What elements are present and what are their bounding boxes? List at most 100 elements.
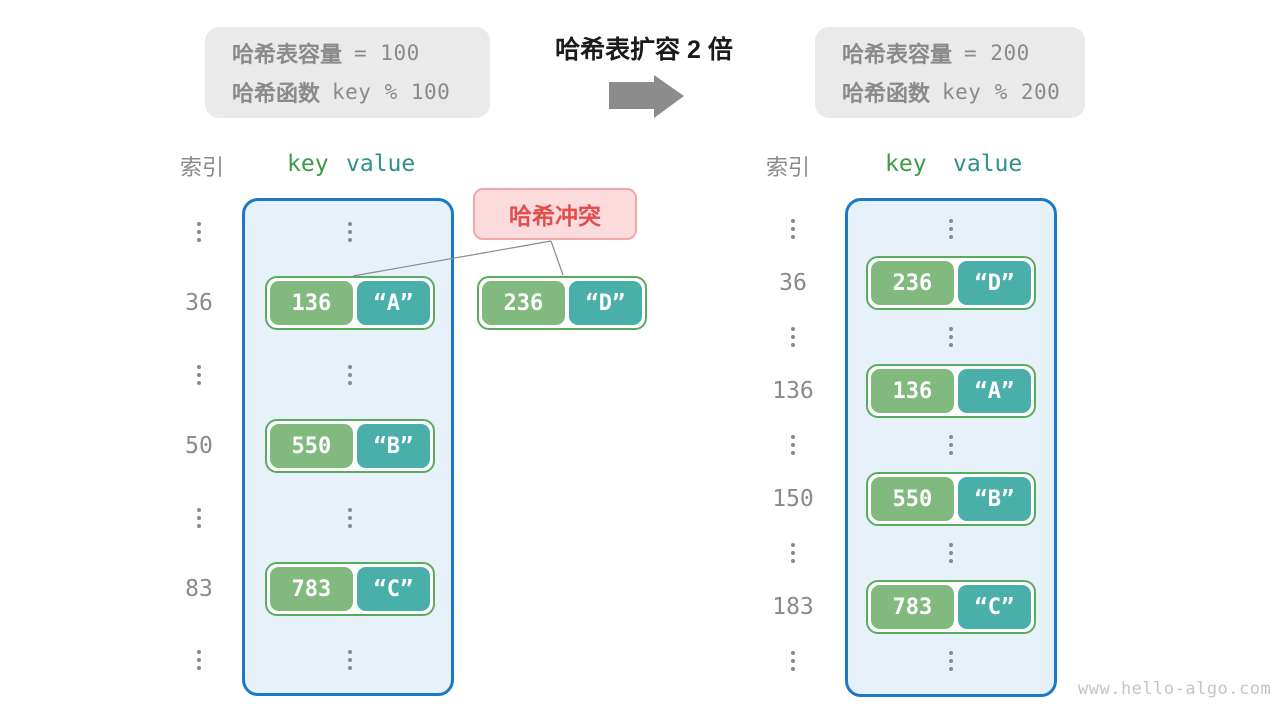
dot <box>791 335 795 339</box>
ellipsis-dots <box>791 651 795 671</box>
dot <box>348 515 352 520</box>
dot <box>348 650 352 655</box>
hash-function-value: key % 200 <box>942 80 1061 104</box>
dot <box>949 543 953 547</box>
value-header-right: value <box>953 151 1023 177</box>
value-header-left: value <box>346 151 416 177</box>
index-label: 150 <box>772 486 814 512</box>
dot <box>949 435 953 439</box>
ellipsis-dots <box>791 543 795 563</box>
dot <box>791 343 795 347</box>
key-box: 783 <box>270 567 353 611</box>
dot <box>791 235 795 239</box>
dot <box>791 327 795 331</box>
ellipsis-dots <box>197 222 201 242</box>
dot <box>348 658 352 663</box>
dot <box>348 666 352 671</box>
dot <box>791 559 795 563</box>
key-box: 783 <box>871 585 954 629</box>
dot <box>348 222 352 226</box>
hash-function-line-before: 哈希函数 key % 100 <box>232 76 490 108</box>
key-box: 236 <box>482 281 565 325</box>
value-box: “D” <box>568 281 642 325</box>
key-box: 136 <box>871 369 954 413</box>
dot <box>791 543 795 547</box>
kv-pair: 550“B” <box>866 472 1036 526</box>
ellipsis-dots <box>949 219 953 239</box>
index-label: 83 <box>185 576 213 602</box>
hash-function-line-after: 哈希函数 key % 200 <box>842 76 1085 108</box>
ellipsis-dots <box>791 435 795 455</box>
capacity-line-before: 哈希表容量 = 100 <box>232 37 490 69</box>
hash-function-label: 哈希函数 <box>232 81 321 106</box>
dot <box>949 219 953 223</box>
dot <box>791 443 795 447</box>
info-box-after: 哈希表容量 = 200 哈希函数 key % 200 <box>815 27 1085 118</box>
dot <box>949 443 953 447</box>
dot <box>348 230 352 234</box>
capacity-label: 哈希表容量 <box>232 42 343 67</box>
capacity-label: 哈希表容量 <box>842 42 953 67</box>
dot <box>949 651 953 655</box>
ellipsis-dots <box>197 650 201 671</box>
watermark: www.hello-algo.com <box>1078 679 1272 699</box>
dot <box>949 551 953 555</box>
ellipsis-dots <box>197 507 201 528</box>
index-label: 183 <box>772 594 814 620</box>
expand-title: 哈希表扩容 2 倍 <box>555 36 733 64</box>
dot <box>348 238 352 242</box>
dot <box>949 235 953 239</box>
ellipsis-dots <box>949 435 953 455</box>
kv-pair: 783“C” <box>866 580 1036 634</box>
dot <box>197 230 201 234</box>
ellipsis-dots <box>949 543 953 563</box>
value-box: “B” <box>356 424 430 469</box>
dot <box>197 515 201 520</box>
capacity-line-after: 哈希表容量 = 200 <box>842 37 1085 69</box>
ellipsis-dots <box>791 219 795 239</box>
key-box: 136 <box>270 281 353 326</box>
ellipsis-dots <box>949 327 953 347</box>
dot <box>791 667 795 671</box>
ellipsis-dots <box>197 364 201 385</box>
dot <box>348 364 352 369</box>
dot <box>197 666 201 671</box>
right-arrow-icon <box>609 75 684 118</box>
value-box: “A” <box>957 369 1031 413</box>
capacity-value: = 200 <box>964 41 1030 65</box>
info-box-before: 哈希表容量 = 100 哈希函数 key % 100 <box>205 27 490 118</box>
index-header-right: 索引 <box>766 155 811 180</box>
value-box: “C” <box>356 567 430 611</box>
kv-pair: 236“D” <box>477 276 647 330</box>
dot <box>791 435 795 439</box>
dot <box>791 219 795 223</box>
dot <box>949 335 953 339</box>
dot <box>197 523 201 528</box>
index-label: 36 <box>185 290 213 317</box>
key-box: 550 <box>270 424 353 469</box>
ellipsis-dots <box>348 364 352 385</box>
hash-function-label: 哈希函数 <box>842 81 931 106</box>
key-box: 236 <box>871 261 954 305</box>
value-box: “A” <box>356 281 430 326</box>
ellipsis-dots <box>348 507 352 528</box>
value-box: “B” <box>957 477 1031 521</box>
kv-pair: 550“B” <box>265 419 435 474</box>
dot <box>949 227 953 231</box>
dot <box>949 451 953 455</box>
dot <box>791 659 795 663</box>
dot <box>197 222 201 226</box>
dot <box>791 451 795 455</box>
dot <box>949 343 953 347</box>
key-header-right: key <box>885 151 927 177</box>
dot <box>197 238 201 242</box>
index-label: 136 <box>772 378 814 404</box>
ellipsis-dots <box>348 650 352 671</box>
ellipsis-dots <box>949 651 953 671</box>
kv-pair: 136“A” <box>866 364 1036 418</box>
dot <box>348 380 352 385</box>
key-header-left: key <box>287 151 329 177</box>
dot <box>949 327 953 331</box>
dot <box>949 659 953 663</box>
